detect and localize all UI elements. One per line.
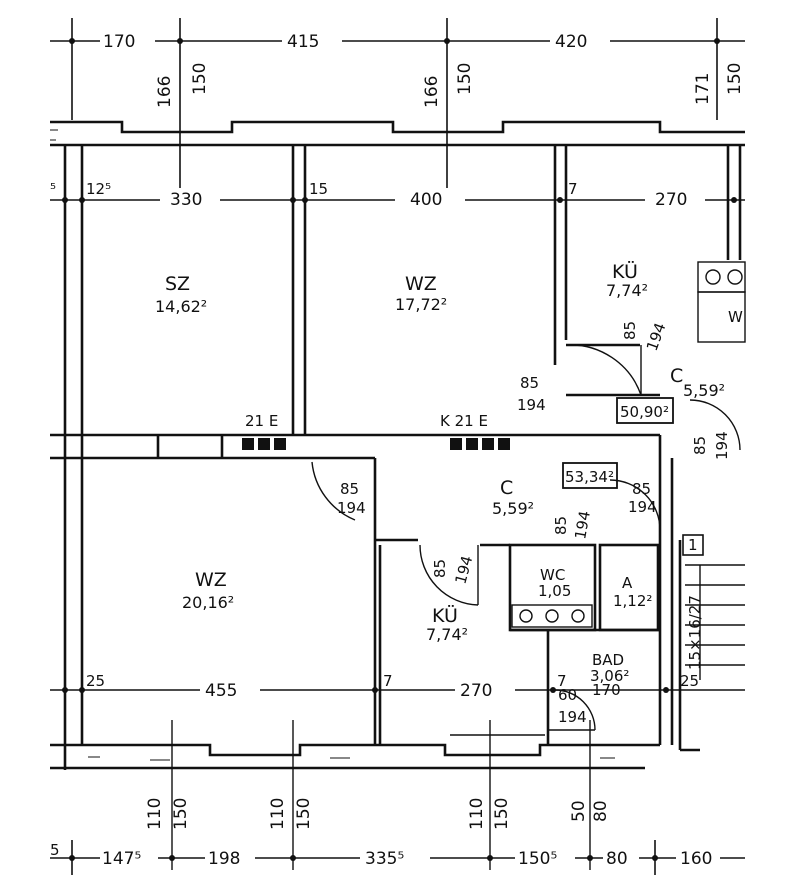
room-ku-bottom-area: 7,74² bbox=[426, 625, 468, 644]
room-sz-name: SZ bbox=[165, 273, 190, 295]
top-opening-2-b: 150 bbox=[455, 63, 475, 95]
room-wz-bottom-name: WZ bbox=[195, 569, 227, 591]
dim-upper-wall: 15 bbox=[309, 180, 328, 198]
dim-lower-bad-wall: 7 bbox=[557, 672, 567, 690]
chimney-right-label: K 21 E bbox=[440, 412, 488, 430]
door-c2-a: 85 bbox=[632, 480, 651, 498]
stove-icon bbox=[697, 261, 746, 343]
door-bad-c: 194 bbox=[558, 708, 587, 726]
door-hall-b: 194 bbox=[517, 396, 546, 414]
chimney-left bbox=[242, 438, 286, 450]
room-c-mid-area: 5,59² bbox=[492, 499, 534, 518]
door-right-a: 85 bbox=[691, 436, 709, 455]
room-ku-top-area: 7,74² bbox=[606, 281, 648, 300]
top-opening-1-b: 150 bbox=[190, 63, 210, 95]
door-c-b: 194 bbox=[571, 509, 594, 540]
door-wz-a: 85 bbox=[340, 480, 359, 498]
unit-box-label: 1 bbox=[688, 536, 698, 554]
bottom-opening-1-b: 150 bbox=[171, 798, 191, 830]
room-c-top-name: C bbox=[670, 365, 683, 387]
chimney-left-label: 21 E bbox=[245, 412, 278, 430]
top-opening-2-a: 166 bbox=[422, 76, 442, 108]
dim-bottom-1: 147⁵ bbox=[102, 849, 141, 869]
room-bad-name: BAD bbox=[592, 651, 624, 669]
top-openings: 166 150 166 150 171 150 bbox=[155, 63, 745, 108]
room-a-area: 1,12² bbox=[613, 592, 652, 610]
door-hall-a: 85 bbox=[520, 374, 539, 392]
room-a-name: A bbox=[622, 574, 633, 592]
area-box-bottom bbox=[562, 462, 618, 489]
bottom-opening-2-b: 150 bbox=[294, 798, 314, 830]
dim-bottom-3: 335⁵ bbox=[365, 849, 404, 869]
area-box-top bbox=[616, 397, 674, 424]
room-wz-bottom-area: 20,16² bbox=[182, 593, 234, 612]
room-wz-top-name: WZ bbox=[405, 273, 437, 295]
bottom-opening-4-b: 80 bbox=[591, 800, 611, 822]
dim-top-3: 420 bbox=[555, 32, 587, 52]
bottom-openings: 110 150 110 150 110 150 50 80 bbox=[145, 798, 611, 830]
dim-upper-wz: 400 bbox=[410, 190, 442, 210]
chimney-right bbox=[450, 438, 510, 450]
area-box-bottom-label: 53,34² bbox=[565, 468, 614, 486]
room-ku-top-name: KÜ bbox=[612, 260, 638, 283]
top-opening-3-b: 150 bbox=[725, 63, 745, 95]
room-c-top-area: 5,59² bbox=[683, 381, 725, 400]
dim-top-1: 170 bbox=[103, 32, 135, 52]
bottom-opening-4-a: 50 bbox=[569, 800, 589, 822]
dim-lower-ku: 270 bbox=[460, 681, 492, 701]
top-opening-3-a: 171 bbox=[693, 73, 713, 105]
door-ku-top-b: 194 bbox=[643, 320, 670, 353]
dim-bottom-5: 80 bbox=[606, 849, 628, 869]
dim-upper-left: 12⁵ bbox=[86, 180, 111, 198]
area-box-top-label: 50,90² bbox=[620, 403, 669, 421]
door-labels: 85 194 85 194 85 194 85 194 85 194 85 19… bbox=[337, 320, 731, 726]
dim-top-2: 415 bbox=[287, 32, 319, 52]
dim-upper-sz: 330 bbox=[170, 190, 202, 210]
door-ku-bottom-a: 85 bbox=[431, 559, 449, 578]
door-c-a: 85 bbox=[552, 516, 570, 535]
room-bad-area: 3,06² bbox=[590, 667, 629, 685]
sink-icon bbox=[511, 604, 593, 628]
room-sz-area: 14,62² bbox=[155, 297, 207, 316]
top-opening-1-a: 166 bbox=[155, 76, 175, 108]
dim-lower-right: 25 bbox=[680, 672, 699, 690]
door-c2-b: 194 bbox=[628, 498, 657, 516]
room-ku-bottom-name: KÜ bbox=[432, 604, 458, 627]
bottom-opening-1-a: 110 bbox=[145, 798, 165, 830]
dim-bottom-2: 198 bbox=[208, 849, 240, 869]
dim-upper-left-edge: ⁵ bbox=[50, 180, 56, 198]
dim-lower-wz: 455 bbox=[205, 681, 237, 701]
dim-lower-wall: 7 bbox=[383, 672, 393, 690]
door-ku-bottom-b: 194 bbox=[451, 554, 476, 586]
room-c-mid-name: C bbox=[500, 477, 513, 499]
bottom-opening-2-a: 110 bbox=[268, 798, 288, 830]
unit-box bbox=[682, 534, 704, 556]
dim-upper-k: 270 bbox=[655, 190, 687, 210]
dim-upper-k-wall: 7 bbox=[568, 180, 578, 198]
door-right-b: 194 bbox=[713, 431, 731, 460]
dim-bottom-0: 5 bbox=[50, 841, 60, 859]
bottom-opening-3-a: 110 bbox=[467, 798, 487, 830]
dim-lower-left: 25 bbox=[86, 672, 105, 690]
top-dimension-line bbox=[50, 18, 745, 200]
room-wc-area: 1,05 bbox=[538, 582, 571, 600]
door-wz-b: 194 bbox=[337, 499, 366, 517]
stair-label: 15×16/27 bbox=[686, 595, 704, 670]
room-wc-name: WC bbox=[540, 566, 565, 584]
bottom-opening-3-b: 150 bbox=[492, 798, 512, 830]
dim-bottom-6: 160 bbox=[680, 849, 712, 869]
door-ku-top-a: 85 bbox=[621, 321, 639, 340]
appliance-label: W bbox=[728, 308, 743, 326]
room-wz-top-area: 17,72² bbox=[395, 295, 447, 314]
dim-bottom-4: 150⁵ bbox=[518, 849, 557, 869]
walls bbox=[50, 120, 745, 770]
door-swings bbox=[311, 344, 741, 736]
stairs-icon bbox=[685, 564, 745, 680]
